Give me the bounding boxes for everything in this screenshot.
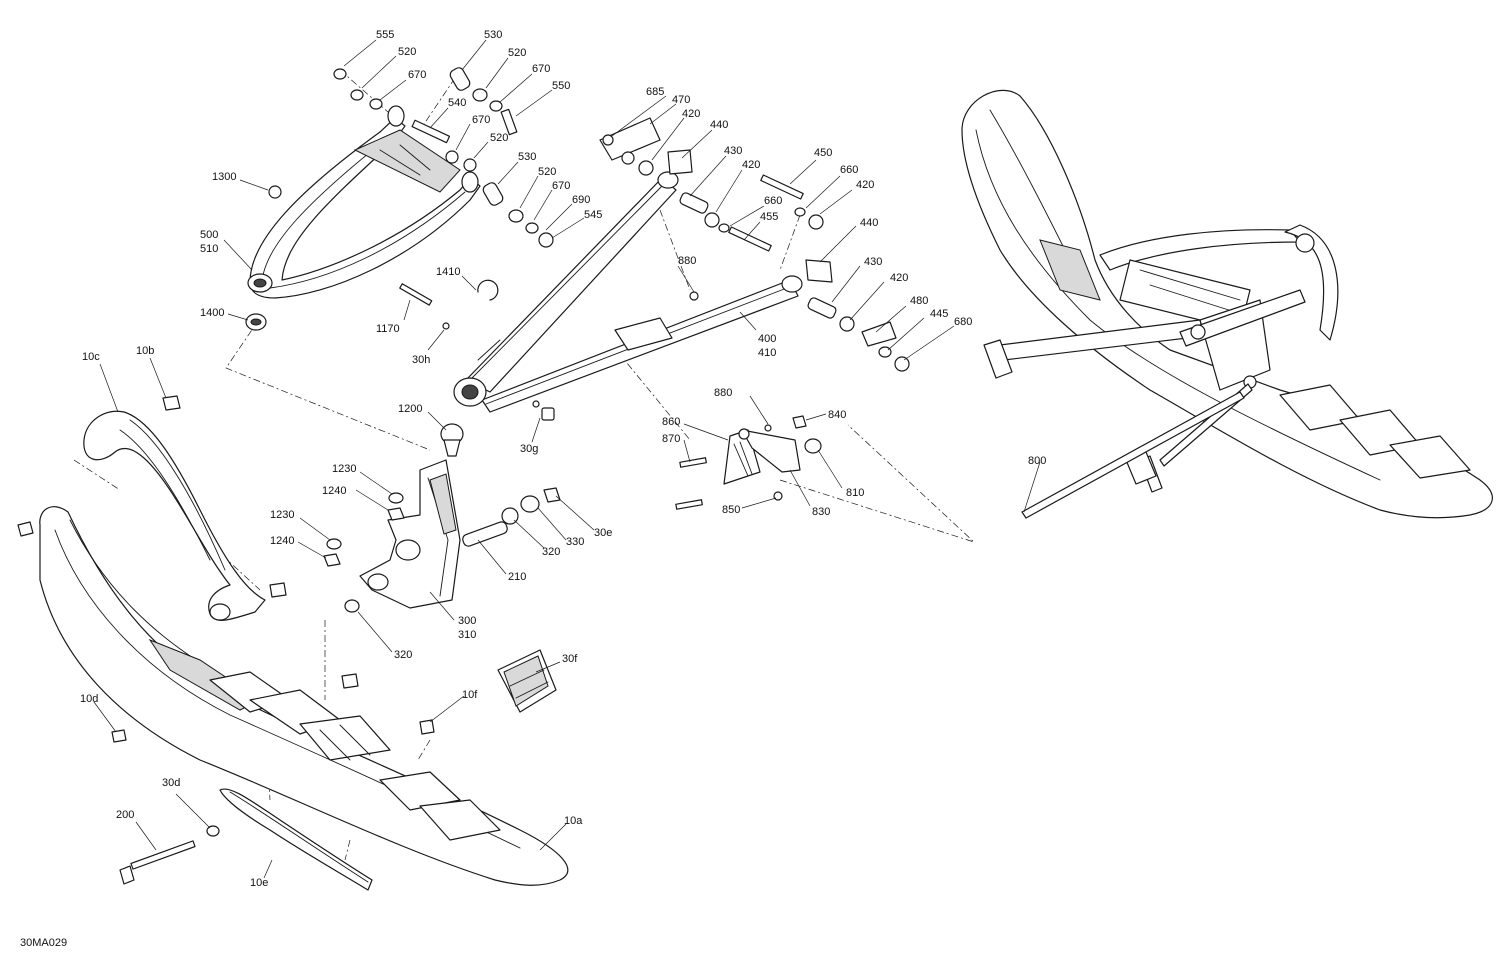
callout-1170: 1170 xyxy=(376,323,400,335)
callout-540: 540 xyxy=(448,97,466,109)
callout-500: 500 xyxy=(200,229,218,241)
callout-445: 445 xyxy=(930,308,948,320)
stabilizer-link xyxy=(675,415,822,510)
upper-a-arm xyxy=(247,105,481,299)
callout-455: 455 xyxy=(760,211,778,223)
callout-520: 520 xyxy=(490,132,508,144)
callout-530: 530 xyxy=(484,29,502,41)
callout-1300: 1300 xyxy=(212,171,236,183)
callout-30e: 30e xyxy=(594,527,612,539)
callout-670: 670 xyxy=(552,180,570,192)
spindle-hardware xyxy=(323,487,561,613)
callout-420: 420 xyxy=(856,179,874,191)
callout-670: 670 xyxy=(408,69,426,81)
callout-670: 670 xyxy=(472,114,490,126)
callout-520: 520 xyxy=(538,166,556,178)
callout-10c: 10c xyxy=(82,351,100,363)
callout-30d: 30d xyxy=(162,777,180,789)
spindle xyxy=(359,423,464,609)
callout-860: 860 xyxy=(662,416,680,428)
callout-10a: 10a xyxy=(564,815,583,827)
callout-30f: 30f xyxy=(562,653,578,665)
lower-a-arm xyxy=(453,171,803,413)
callout-660: 660 xyxy=(840,164,858,176)
callout-440: 440 xyxy=(860,217,878,229)
callout-870: 870 xyxy=(662,433,680,445)
callout-1410: 1410 xyxy=(436,266,460,278)
callout-450: 450 xyxy=(814,147,832,159)
callout-480: 480 xyxy=(910,295,928,307)
callout-310: 310 xyxy=(458,629,476,641)
callout-1240: 1240 xyxy=(270,535,294,547)
callout-680: 680 xyxy=(954,316,972,328)
callout-510: 510 xyxy=(200,243,218,255)
callout-830: 830 xyxy=(812,506,830,518)
callout-10d: 10d xyxy=(80,693,98,705)
callout-880: 880 xyxy=(678,255,696,267)
upper-arm-hardware xyxy=(245,67,554,331)
callout-420: 420 xyxy=(682,108,700,120)
callout-530: 530 xyxy=(518,151,536,163)
callout-400: 400 xyxy=(758,333,776,345)
callout-420: 420 xyxy=(742,159,760,171)
callout-1400: 1400 xyxy=(200,307,224,319)
drawing-reference-code: 30MA029 xyxy=(20,937,67,949)
callout-555: 555 xyxy=(376,29,394,41)
callout-410: 410 xyxy=(758,347,776,359)
callout-300: 300 xyxy=(458,615,476,627)
leader-lines xyxy=(93,39,1041,879)
callout-520: 520 xyxy=(508,47,526,59)
callout-320: 320 xyxy=(542,546,560,558)
callout-10e: 10e xyxy=(250,877,268,889)
callout-850: 850 xyxy=(722,504,740,516)
callout-10b: 10b xyxy=(136,345,154,357)
callout-30h: 30h xyxy=(412,354,430,366)
callout-470: 470 xyxy=(672,94,690,106)
callout-30g: 30g xyxy=(520,443,538,455)
callout-430: 430 xyxy=(864,256,882,268)
callout-685: 685 xyxy=(646,86,664,98)
callout-200: 200 xyxy=(116,809,134,821)
ski-bumper xyxy=(497,649,557,713)
assembled-view xyxy=(961,89,1493,519)
callout-1200: 1200 xyxy=(398,403,422,415)
callout-800: 800 xyxy=(1028,455,1046,467)
callout-330: 330 xyxy=(566,536,584,548)
callout-210: 210 xyxy=(508,571,526,583)
callout-1230: 1230 xyxy=(270,509,294,521)
callout-660: 660 xyxy=(764,195,782,207)
callout-545: 545 xyxy=(584,209,602,221)
callout-labels: 555 520 670 530 520 670 550 540 670 520 … xyxy=(20,29,1046,949)
callout-810: 810 xyxy=(846,487,864,499)
callout-1240: 1240 xyxy=(322,485,346,497)
ski-runner xyxy=(219,788,373,891)
tie-rod xyxy=(1021,391,1245,519)
callout-520: 520 xyxy=(398,46,416,58)
lower-arm-hardware xyxy=(399,117,910,421)
callout-430: 430 xyxy=(724,145,742,157)
callout-690: 690 xyxy=(572,194,590,206)
ski-leg xyxy=(83,395,287,621)
callout-420: 420 xyxy=(890,272,908,284)
callout-1230: 1230 xyxy=(332,463,356,475)
callout-320: 320 xyxy=(394,649,412,661)
callout-880: 880 xyxy=(714,387,732,399)
ski-bolt xyxy=(119,825,220,885)
callout-10f: 10f xyxy=(462,689,478,701)
callout-440: 440 xyxy=(710,119,728,131)
callout-840: 840 xyxy=(828,409,846,421)
callout-670: 670 xyxy=(532,63,550,75)
callout-550: 550 xyxy=(552,80,570,92)
ski xyxy=(17,506,569,886)
